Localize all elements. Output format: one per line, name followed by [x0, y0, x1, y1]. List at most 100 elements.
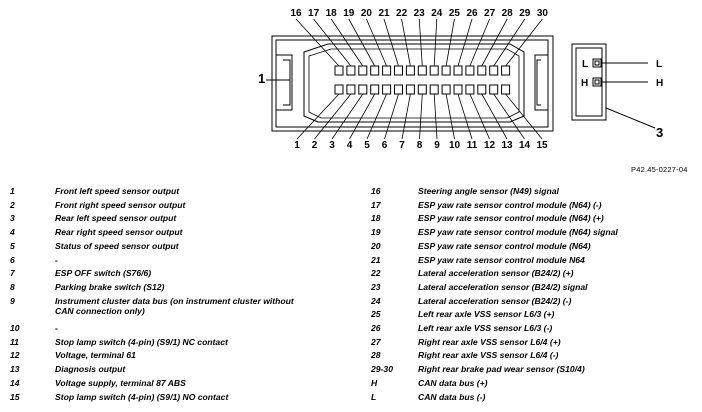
pin-label-11: 11 [467, 140, 478, 151]
pin-label-3: 3 [329, 140, 335, 151]
pin-leader-25 [445, 18, 455, 67]
legend-left-desc: Front left speed sensor output [55, 186, 180, 196]
pin-leader-27 [469, 18, 490, 67]
pin-leader-21 [383, 18, 399, 67]
pin-cavity-13 [477, 84, 487, 95]
legend-right-row: 25 Left rear axle VSS sensor L6/3 (+) [371, 309, 688, 322]
legend-left-row: 1 Front left speed sensor output [10, 186, 305, 199]
legend-left-desc: Diagnosis output [55, 364, 126, 375]
legend-left-desc: Voltage, terminal 61 [55, 350, 136, 361]
pin-leader-7 [401, 93, 411, 140]
legend-left-row: 6- [10, 255, 305, 268]
legend-right-row: 24 Lateral acceleration sensor (B24/2) (-… [371, 296, 688, 309]
legend-right-desc: Right rear axle VSS sensor L6/4 (+) [418, 336, 561, 347]
legend-left-desc: Stop lamp switch (4-pin) (S9/1) NO conta… [55, 391, 229, 402]
pin-cavity-16 [334, 65, 344, 76]
legend-right-desc: Lateral acceleration sensor (B24/2) (-) [418, 295, 572, 306]
legend-right-desc: Left rear axle VSS sensor L6/3 (+) [418, 309, 555, 320]
legend-right-code: 17 [371, 199, 381, 210]
legend-right-code: 25 [371, 309, 381, 320]
legend-left-desc: Parking brake switch (S12) [55, 281, 165, 292]
pin-label-2: 2 [312, 140, 318, 151]
legend-right-desc: ESP yaw rate sensor control module (N64)… [418, 227, 618, 238]
legend-left-code: 8 [10, 281, 15, 292]
pin-cavity-22 [405, 65, 415, 76]
legend-right-code: 18 [371, 213, 381, 224]
pin-leader-11 [457, 93, 473, 140]
pin-label-12: 12 [484, 140, 496, 151]
legend-right-code: H [371, 377, 378, 388]
pin-leader-20 [366, 18, 387, 67]
pin-cavity-15 [501, 84, 511, 95]
legend-right-code: 24 [371, 295, 381, 306]
pin-leader-6 [384, 93, 399, 140]
legend-left-row: 5 Status of speed sensor output [10, 241, 305, 254]
pin-leader-8 [419, 93, 423, 140]
pin-leader-26 [457, 18, 473, 67]
pin-leader-23 [418, 18, 423, 67]
pin-label-21: 21 [378, 8, 390, 19]
legend-left-desc: Status of speed sensor output [55, 240, 179, 251]
legend-left-row: 8 Parking brake switch (S12) [10, 282, 305, 295]
pin-cavity-8 [417, 84, 427, 95]
connector-housing [271, 35, 554, 132]
legend-right-code: 20 [371, 240, 381, 251]
pin-label-14: 14 [519, 140, 531, 151]
pin-cavity-7 [405, 84, 415, 95]
legend-left-desc: Rear right speed sensor output [55, 227, 183, 238]
pin-cavity-19 [370, 65, 380, 76]
pin-cavity-1 [334, 84, 344, 95]
side-pin-l-label: L [656, 59, 662, 70]
legend-left-row: 13 Diagnosis output [10, 364, 305, 377]
pin-cavity-21 [394, 65, 403, 76]
legend-left-code: 13 [10, 364, 20, 375]
legend-left-code: 1 [10, 186, 15, 196]
legend-left-desc: Front right speed sensor output [55, 199, 186, 210]
side-connector [571, 43, 656, 129]
pin-leader-15 [505, 93, 543, 140]
pin-label-26: 26 [466, 8, 478, 19]
pin-label-23: 23 [414, 8, 426, 19]
legend-right-desc: Lateral acceleration sensor (B24/2) sign… [418, 281, 588, 292]
pin-leader-18 [330, 18, 364, 67]
pin-cavity-11 [453, 84, 463, 95]
legend-left-code: 5 [10, 240, 15, 251]
pin-leader-3 [331, 93, 364, 140]
pin-leader-22 [401, 18, 411, 67]
side-pin-h-inner: H [581, 78, 588, 89]
pin-cavity-20 [382, 65, 392, 76]
legend-right-desc: Right rear brake pad wear sensor (S10/4) [418, 364, 585, 375]
pin-label-16: 16 [290, 8, 302, 19]
legend-right-desc: ESP yaw rate sensor control module N64 [418, 254, 585, 265]
pin-cavity-17 [346, 65, 356, 76]
pin-cavity-30 [501, 65, 511, 76]
pin-cavity-25 [441, 65, 451, 76]
pin-label-9: 9 [434, 140, 440, 151]
pin-leader-4 [349, 93, 376, 140]
pin-cavity-2 [346, 84, 356, 95]
legend-right-code: 23 [371, 281, 381, 292]
legend-right-row: 23 Lateral acceleration sensor (B24/2) si… [371, 282, 688, 295]
figure-reference: P42.45-0227-04 [631, 165, 688, 174]
legend-left-desc: Voltage supply, terminal 87 ABS [55, 377, 186, 388]
legend-left-desc: Stop lamp switch (4-pin) (S9/1) NC conta… [55, 336, 228, 347]
pin-label-25: 25 [449, 8, 461, 19]
legend-left-code: 11 [10, 336, 19, 347]
side-pin-h-label: H [656, 78, 663, 89]
pin-cavity-9 [429, 84, 439, 95]
